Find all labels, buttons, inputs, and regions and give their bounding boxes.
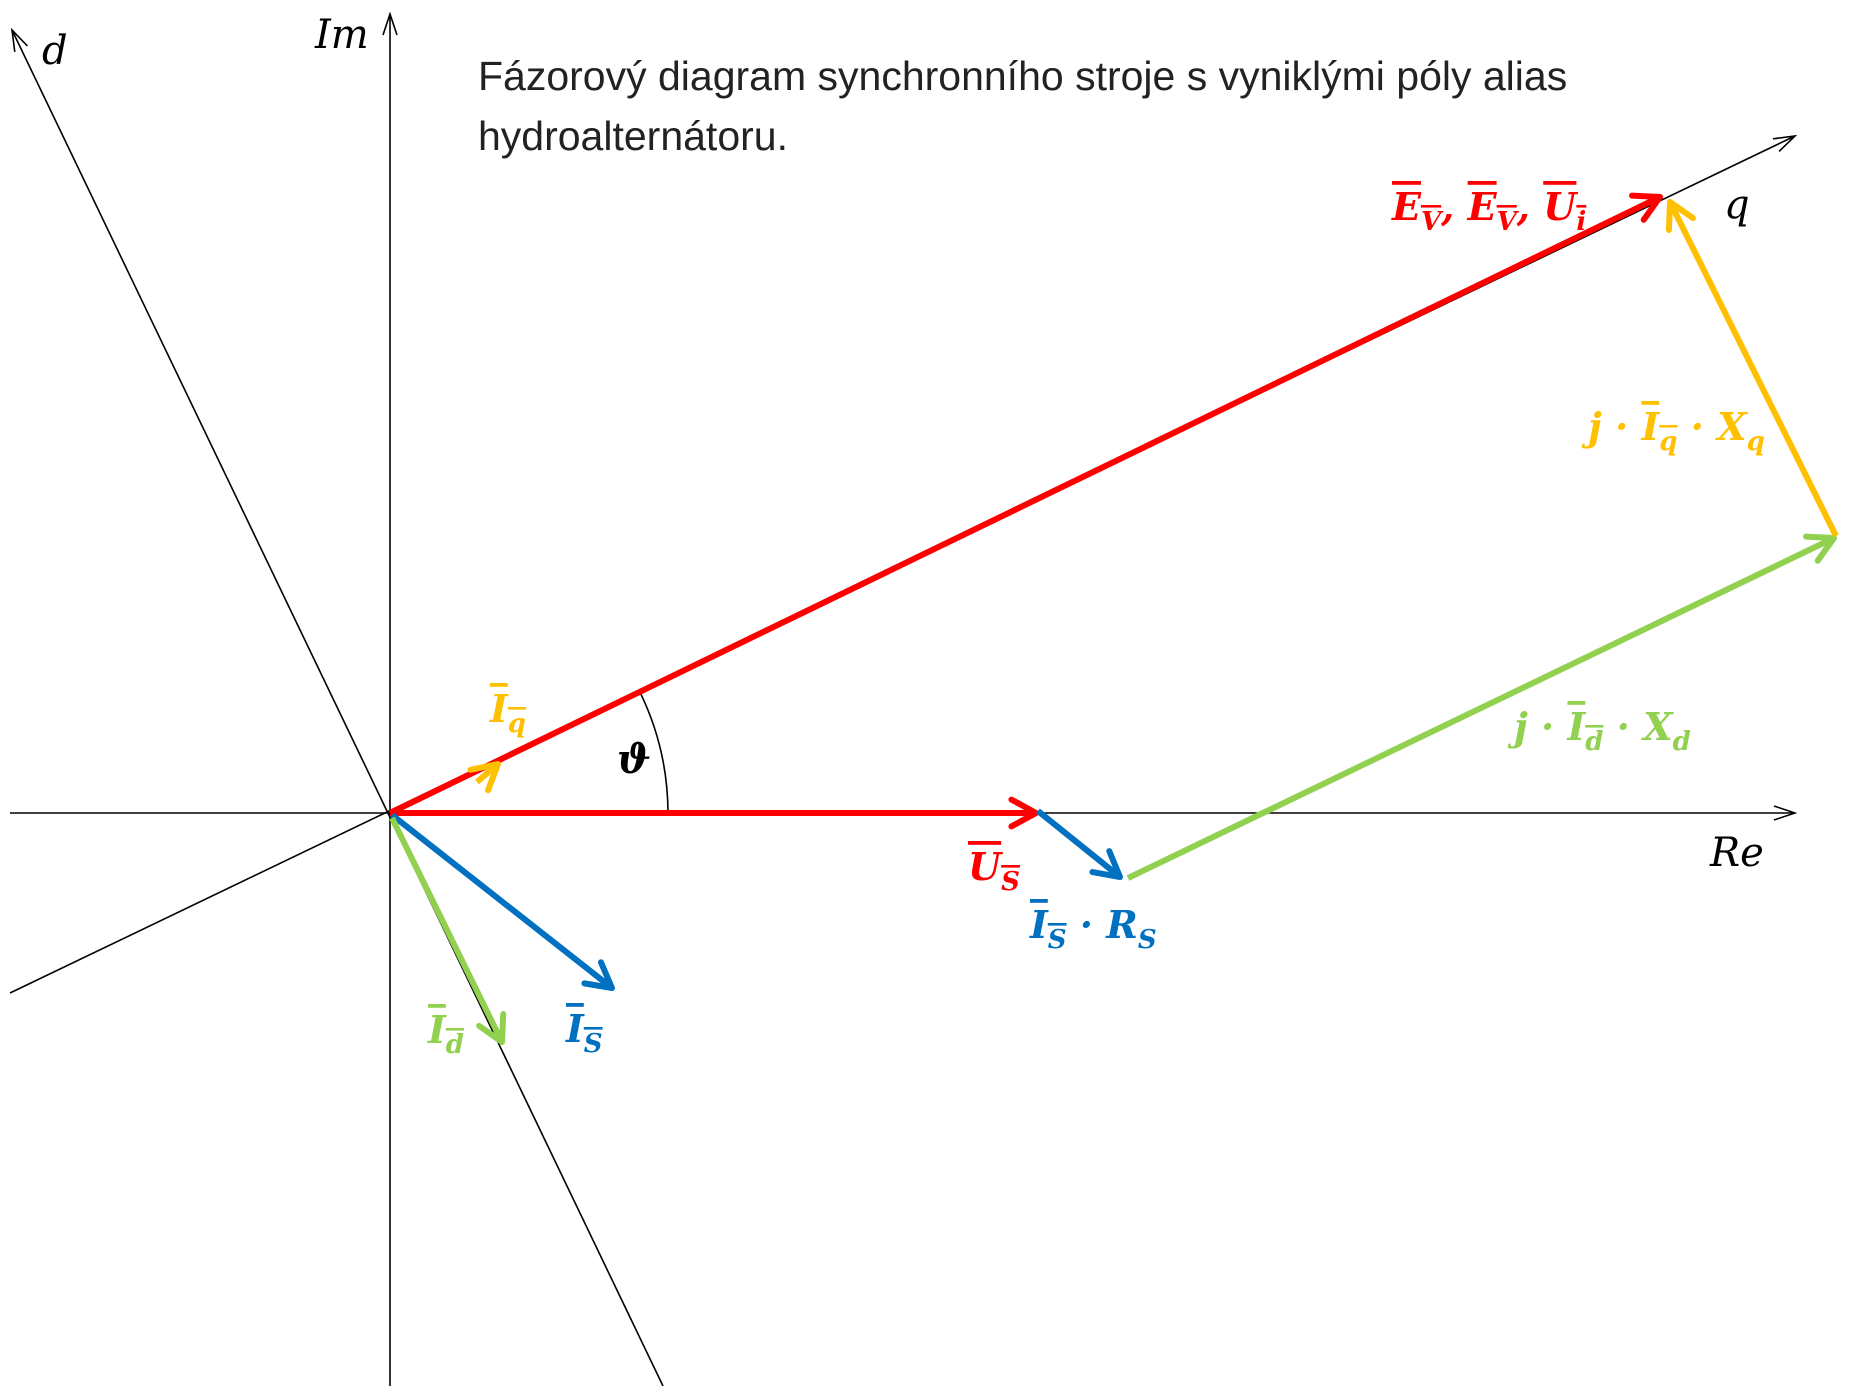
d-axis-label: d bbox=[42, 28, 68, 74]
phasor-subscript: V bbox=[1421, 207, 1444, 237]
vector-is-rs bbox=[1036, 808, 1123, 880]
vector-is-shaft bbox=[390, 812, 614, 991]
phasor-symbol: R bbox=[1105, 902, 1138, 947]
operator: · bbox=[1603, 704, 1643, 749]
vector-id-shaft bbox=[389, 816, 505, 1044]
vector-jid-xd-shaft bbox=[1126, 535, 1836, 881]
phasor-symbol: E bbox=[1467, 184, 1498, 229]
theta-arc bbox=[639, 692, 669, 814]
phasor-subscript: i bbox=[1576, 207, 1586, 237]
ev-ev-ui-label: EV​, EV​, Ui​ bbox=[1391, 184, 1586, 237]
phasor-subscript: q bbox=[1659, 427, 1677, 457]
phasor-subscript: d bbox=[1673, 727, 1691, 757]
is-label: IS​ bbox=[565, 1006, 603, 1059]
phasor-symbol: I bbox=[565, 1006, 585, 1051]
prefix: j · bbox=[1507, 704, 1567, 749]
vector-ev-head bbox=[1629, 192, 1663, 223]
phasor-subscript: q bbox=[1747, 427, 1765, 457]
vector-is-head bbox=[581, 959, 615, 991]
phasor-symbol: I bbox=[489, 686, 509, 731]
vector-jid-xd bbox=[1126, 533, 1837, 881]
vector-jiq-xq-head bbox=[1665, 199, 1696, 233]
phasor-symbol: U bbox=[968, 844, 1004, 889]
separator: , bbox=[1516, 184, 1543, 229]
vector-is-rs-head bbox=[1089, 848, 1123, 880]
vector-ev bbox=[388, 192, 1663, 816]
diagram-caption: Fázorový diagram synchronního stroje s v… bbox=[478, 53, 1568, 159]
vector-is bbox=[390, 812, 615, 991]
phasor-symbol: E bbox=[1391, 184, 1422, 229]
vector-jiq-xq bbox=[1665, 199, 1839, 538]
phasor-symbol: U bbox=[1543, 184, 1579, 229]
id-label: Id​ bbox=[427, 1007, 464, 1060]
q-axis-label: q bbox=[1724, 182, 1750, 228]
operator: · bbox=[1067, 902, 1107, 947]
vector-ev-shaft bbox=[388, 194, 1662, 816]
iq-label: Iq​ bbox=[489, 686, 526, 739]
phasor-subscript: d bbox=[1585, 727, 1603, 757]
phasor-subscript: S bbox=[1001, 867, 1020, 897]
us-label: US​ bbox=[968, 844, 1020, 897]
separator: , bbox=[1440, 184, 1467, 229]
vector-iq-head bbox=[467, 761, 501, 794]
vector-is-rs-shaft bbox=[1036, 808, 1122, 880]
phasor-symbol: X bbox=[1641, 704, 1674, 749]
phasor-subscript: V bbox=[1497, 207, 1520, 237]
vector-us bbox=[390, 796, 1039, 830]
vector-id-head bbox=[476, 1011, 507, 1045]
jiq-xq-label: j · Iq​ · Xq​ bbox=[1581, 404, 1765, 457]
phasor-subscript: d bbox=[446, 1030, 464, 1060]
im-axis-label: Im bbox=[314, 12, 369, 58]
phasor-subscript: S bbox=[1048, 925, 1067, 955]
vector-jid-xd-head bbox=[1803, 533, 1837, 564]
phasor-subscript: S bbox=[584, 1029, 603, 1059]
phasor-symbol: I bbox=[427, 1007, 447, 1052]
vector-labels: EV​, EV​, Ui​ US​ IS​ · RS​ IS​ Iq​ Id​ … bbox=[427, 184, 1765, 1060]
phasor-subscript: q bbox=[508, 709, 526, 739]
phasor-subscript: S bbox=[1138, 925, 1157, 955]
phasor-symbol: X bbox=[1715, 404, 1748, 449]
vectors bbox=[388, 192, 1839, 1045]
jid-xd-label: j · Id​ · Xd​ bbox=[1507, 704, 1691, 757]
d-axis bbox=[12, 30, 664, 1386]
prefix: j · bbox=[1581, 404, 1641, 449]
vector-iq bbox=[467, 761, 501, 794]
re-axis-label: Re bbox=[1709, 830, 1764, 876]
vector-jiq-xq-shaft bbox=[1667, 200, 1839, 538]
phasor-symbol: I bbox=[1640, 404, 1660, 449]
vector-id bbox=[389, 816, 507, 1045]
is-rs-label: IS​ · RS​ bbox=[1029, 902, 1157, 955]
vector-us-head bbox=[1008, 796, 1039, 830]
phasor-symbol: I bbox=[1566, 704, 1586, 749]
operator: · bbox=[1677, 404, 1717, 449]
phasor-symbol: I bbox=[1029, 902, 1049, 947]
theta-label: ϑ bbox=[617, 736, 651, 783]
